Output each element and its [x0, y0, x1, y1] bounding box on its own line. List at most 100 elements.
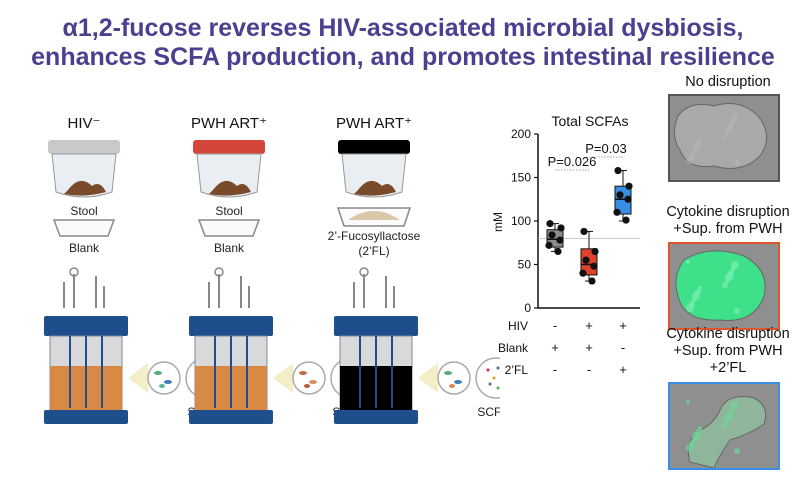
cell-texture — [734, 160, 740, 166]
stool-jar-icon — [193, 140, 265, 198]
cell-texture — [722, 282, 728, 288]
cell-texture — [728, 410, 734, 416]
condition-value: - — [553, 318, 557, 333]
microbe-zoom-icon — [273, 361, 326, 395]
cell-texture — [731, 401, 739, 409]
cell-texture — [686, 400, 690, 404]
micrograph-image — [670, 96, 778, 180]
data-point — [613, 208, 621, 216]
data-point — [580, 227, 588, 236]
bioreactor-icon — [44, 267, 128, 424]
cell-texture — [689, 301, 695, 307]
condition-value: + — [619, 318, 627, 333]
chart-axes: 0 50 100 150 200 — [511, 127, 640, 315]
y-axis-label: mM — [491, 212, 505, 232]
cell-texture — [695, 141, 701, 147]
figure-title: α1,2-fucose reverses HIV-associated micr… — [0, 14, 806, 72]
cell-texture — [695, 289, 701, 295]
sample-label: Stool — [215, 204, 242, 218]
experimental-schematic: HIV⁻ Stool Blank — [44, 115, 500, 424]
data-point — [546, 220, 554, 228]
condition-value: - — [553, 362, 557, 377]
column-header: PWH ART⁺ — [191, 115, 267, 132]
stool-jar-icon — [338, 140, 410, 198]
cell-texture — [728, 270, 734, 276]
substrate-label: Blank — [69, 241, 100, 255]
blank-tray-icon — [52, 219, 116, 237]
data-point — [616, 191, 624, 199]
micrograph-cytokine-disruption — [668, 242, 780, 330]
organoid-cell — [674, 103, 767, 169]
condition-value: - — [621, 340, 625, 355]
cell-texture — [722, 422, 728, 428]
microbe-zoom-icon — [128, 361, 181, 395]
p-value-label: P=0.026 — [548, 154, 597, 169]
cell-texture — [734, 448, 740, 454]
cell-texture — [698, 286, 702, 290]
condition-value: + — [619, 362, 627, 377]
cell-texture — [686, 260, 690, 264]
cell-texture — [722, 134, 728, 140]
data-point — [625, 182, 633, 190]
data-point — [622, 216, 630, 224]
cell-texture — [686, 112, 690, 116]
sample-label-abbrev: (2’FL) — [358, 244, 389, 258]
total-scfa-chart: Total SCFAs mM 0 50 100 150 200 P=0.026P=0.0… — [491, 113, 640, 377]
cell-texture — [689, 153, 695, 159]
output-label: SCFAs — [477, 405, 500, 419]
y-tick-label: 150 — [511, 171, 531, 185]
jar-cap — [48, 140, 120, 154]
data-point — [591, 247, 599, 256]
data-point — [624, 195, 632, 203]
data-point — [614, 166, 622, 175]
scfa-burst-icon — [475, 357, 500, 399]
cell-texture — [728, 122, 734, 128]
condition-row-label: 2’FL — [505, 363, 529, 377]
substrate-label: Blank — [214, 241, 245, 255]
data-point — [545, 241, 553, 249]
data-point — [579, 269, 587, 277]
organoid-cell — [675, 250, 766, 321]
microbe-zoom-icon — [418, 361, 471, 395]
y-tick-label: 0 — [524, 301, 531, 315]
chart-title: Total SCFAs — [551, 113, 628, 129]
y-tick-label: 50 — [518, 258, 532, 272]
condition-value: + — [585, 340, 593, 355]
column-header: PWH ART⁺ — [336, 115, 412, 132]
jar-cap — [338, 140, 410, 154]
data-point — [588, 277, 596, 285]
fucosyllactose-tray-icon — [336, 207, 412, 227]
cell-texture — [698, 138, 702, 142]
data-point — [582, 256, 590, 264]
blank-tray-icon — [197, 219, 261, 237]
condition-row-label: HIV — [508, 319, 528, 333]
panel-label-no-disruption: No disruption — [685, 74, 771, 90]
cell-texture — [731, 113, 739, 121]
panel-label-cytokine: Cytokine disruption +Sup. from PWH — [666, 204, 790, 237]
sample-label: Stool — [70, 204, 97, 218]
data-point — [590, 262, 598, 270]
condition-value: + — [585, 318, 593, 333]
bioreactor-icon — [334, 267, 418, 424]
data-point — [556, 236, 564, 244]
condition-table: HIV - + + Blank + + - 2’FL - - + — [498, 318, 627, 377]
data-point — [557, 224, 565, 232]
cell-texture — [689, 441, 695, 447]
y-tick-label: 200 — [511, 127, 531, 141]
condition-row-label: Blank — [498, 341, 529, 355]
sample-label: 2’-Fucosyllactose — [328, 229, 421, 243]
y-tick-label: 100 — [511, 214, 531, 228]
cell-texture — [695, 429, 701, 435]
data-point — [554, 247, 562, 256]
title-line-2: enhances SCFA production, and promotes i… — [31, 43, 775, 71]
p-value-label: P=0.03 — [585, 141, 627, 156]
bioreactor-icon — [189, 267, 273, 424]
cell-texture — [698, 426, 702, 430]
jar-cap — [193, 140, 265, 154]
micrograph-image — [670, 384, 778, 468]
condition-value: + — [551, 340, 559, 355]
condition-value: - — [587, 362, 591, 377]
data-point — [548, 231, 556, 239]
panel-label-cytokine-2fl: Cytokine disruption +Sup. from PWH +2’FL — [666, 326, 790, 376]
